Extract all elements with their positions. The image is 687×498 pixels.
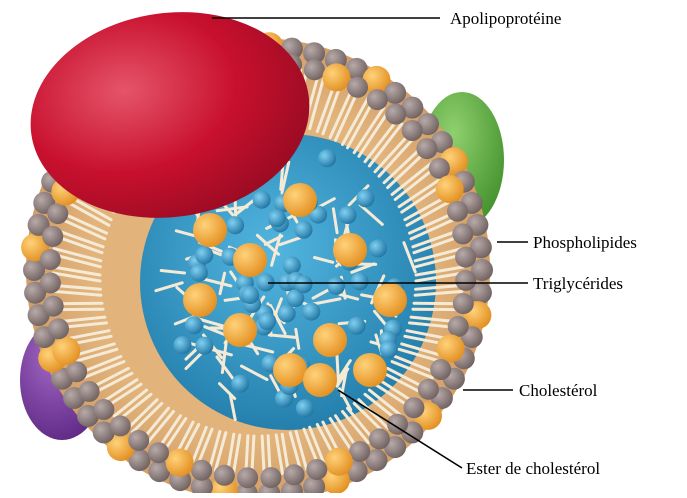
- label-cholesterol: Cholestérol: [519, 381, 598, 400]
- phospholipid-head: [347, 77, 368, 98]
- label-phospholipids: Phospholipides: [533, 233, 637, 252]
- phospholipid-head: [48, 318, 69, 339]
- phospholipid-head: [79, 381, 100, 402]
- cholesterol-ester-molecule: [273, 353, 307, 387]
- phospholipid-head: [403, 397, 424, 418]
- phospholipid-head: [418, 379, 439, 400]
- phospholipid-head: [47, 203, 68, 224]
- phospholipid-head: [93, 399, 114, 420]
- phospholipid-head: [306, 459, 327, 480]
- triglyceride-head: [348, 317, 366, 335]
- phospholipid-head: [453, 293, 474, 314]
- phospholipid-head: [367, 89, 388, 110]
- phospholipid-head: [214, 465, 235, 486]
- triglyceride-head: [226, 216, 244, 234]
- phospholipid-tail: [262, 436, 264, 475]
- phospholipid-head: [43, 296, 64, 317]
- cholesterol-ester-molecule: [283, 183, 317, 217]
- phospholipid-head: [284, 464, 305, 485]
- phospholipid-head: [237, 467, 258, 488]
- cholesterol-ester-molecule: [313, 323, 347, 357]
- triglyceride-head: [268, 209, 286, 227]
- triglyceride-head: [195, 337, 213, 355]
- triglyceride-head: [231, 375, 249, 393]
- cholesterol-molecule: [325, 448, 353, 476]
- triglyceride-head: [190, 264, 208, 282]
- cholesterol-ester-molecule: [193, 213, 227, 247]
- triglyceride-head: [278, 304, 296, 322]
- phospholipid-head: [128, 430, 149, 451]
- phospholipid-head: [455, 247, 476, 268]
- phospholipid-head: [42, 226, 63, 247]
- cholesterol-ester-molecule: [183, 283, 217, 317]
- triglyceride-head: [241, 286, 259, 304]
- triglyceride-head: [318, 149, 336, 167]
- triglyceride-head: [283, 256, 301, 274]
- phospholipid-head: [40, 272, 61, 293]
- triglyceride-head: [296, 399, 314, 417]
- cholesterol-molecule: [436, 175, 464, 203]
- cholesterol-molecule: [52, 337, 80, 365]
- cholesterol-ester-molecule: [233, 243, 267, 277]
- triglyceride-head: [327, 277, 345, 295]
- cholesterol-ester-molecule: [223, 313, 257, 347]
- triglyceride-head: [302, 303, 320, 321]
- triglyceride-head: [195, 246, 213, 264]
- triglyceride-head: [339, 206, 357, 224]
- cholesterol-ester-molecule: [353, 353, 387, 387]
- triglyceride-head: [351, 272, 369, 290]
- triglyceride-head: [295, 275, 313, 293]
- cholesterol-ester-molecule: [373, 283, 407, 317]
- triglyceride-head: [253, 191, 271, 209]
- triglyceride-head: [185, 316, 203, 334]
- phospholipid-head: [369, 428, 390, 449]
- cholesterol-molecule: [437, 334, 465, 362]
- triglyceride-head: [380, 340, 398, 358]
- phospholipid-head: [455, 270, 476, 291]
- cholesterol-molecule: [166, 449, 194, 477]
- triglyceride-head: [295, 221, 313, 239]
- label-apolipoprotein: Apolipoprotéine: [450, 9, 561, 28]
- cholesterol-ester-molecule: [333, 233, 367, 267]
- label-triglycerides: Triglycérides: [533, 274, 623, 293]
- triglyceride-chain: [337, 356, 338, 378]
- label-cholesterol-ester: Ester de cholestérol: [466, 459, 600, 478]
- phospholipid-head: [304, 59, 325, 80]
- cholesterol-molecule: [322, 63, 350, 91]
- triglyceride-head: [258, 312, 276, 330]
- phospholipid-head: [260, 467, 281, 488]
- phospholipid-head: [416, 138, 437, 159]
- phospholipid-head: [402, 120, 423, 141]
- phospholipid-head: [191, 460, 212, 481]
- triglyceride-head: [356, 189, 374, 207]
- cholesterol-ester-molecule: [303, 363, 337, 397]
- phospholipid-head: [148, 442, 169, 463]
- triglyceride-head: [174, 336, 192, 354]
- phospholipid-head: [110, 415, 131, 436]
- phospholipid-head: [430, 359, 451, 380]
- phospholipid-head: [447, 201, 468, 222]
- phospholipid-head: [452, 223, 473, 244]
- phospholipid-head: [40, 249, 61, 270]
- phospholipid-head: [385, 104, 406, 125]
- triglyceride-head: [369, 239, 387, 257]
- phospholipid-head: [448, 316, 469, 337]
